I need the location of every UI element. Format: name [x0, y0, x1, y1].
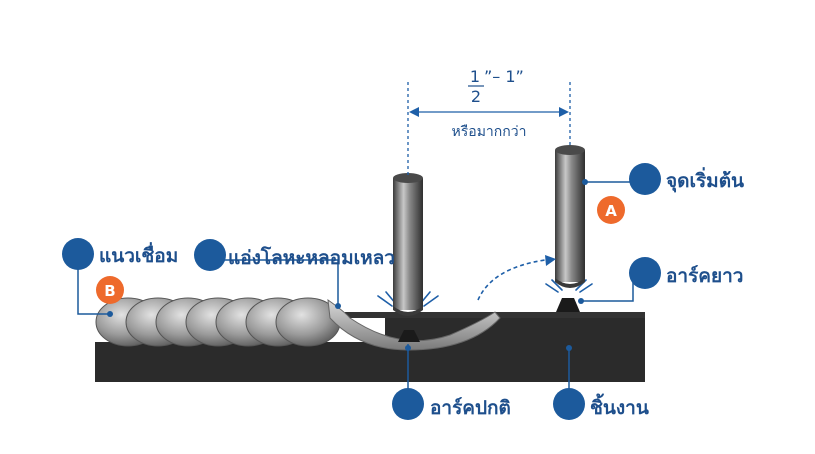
- movement-arrow: [477, 255, 556, 301]
- callout-normal-arc-circle: [392, 388, 424, 420]
- callout-long-arc-circle: [629, 257, 661, 289]
- dimension-arrow-left: [409, 107, 419, 117]
- dimension-value: ”– 1”: [484, 67, 524, 86]
- electrode-long: [555, 145, 585, 288]
- callout-workpiece-circle: [553, 388, 585, 420]
- label-start-point: จุดเริ่มต้น: [666, 167, 744, 193]
- label-molten-pool: แอ่งโลหะหลอมเหลว: [228, 246, 395, 269]
- dimension-numerator: 1: [470, 67, 480, 86]
- electrode-normal: [393, 173, 423, 316]
- callout-dots: [107, 179, 588, 351]
- badge-a-label: A: [605, 202, 617, 220]
- dimension-lines: [407, 82, 571, 176]
- callout-weld-bead-circle: [62, 238, 94, 270]
- weld-bead: [95, 297, 341, 347]
- long-arc-marker: [556, 298, 580, 312]
- dimension-denominator: 2: [471, 87, 481, 106]
- normal-arc-marker: [398, 330, 420, 342]
- dimension-arrow-right: [559, 107, 569, 117]
- label-normal-arc: อาร์คปกติ: [430, 397, 511, 419]
- label-long-arc: อาร์คยาว: [666, 265, 743, 287]
- dimension-caption: หรือมากกว่า: [452, 124, 527, 140]
- label-workpiece: ชิ้นงาน: [590, 393, 649, 419]
- molten-pool: [327, 298, 501, 351]
- label-weld-bead: แนวเชื่อม: [99, 242, 178, 267]
- callout-start-point-circle: [629, 163, 661, 195]
- badge-b: [96, 276, 124, 304]
- badge-a: [597, 196, 625, 224]
- badge-b-label: B: [104, 282, 115, 300]
- callout-molten-pool-circle: [194, 239, 226, 271]
